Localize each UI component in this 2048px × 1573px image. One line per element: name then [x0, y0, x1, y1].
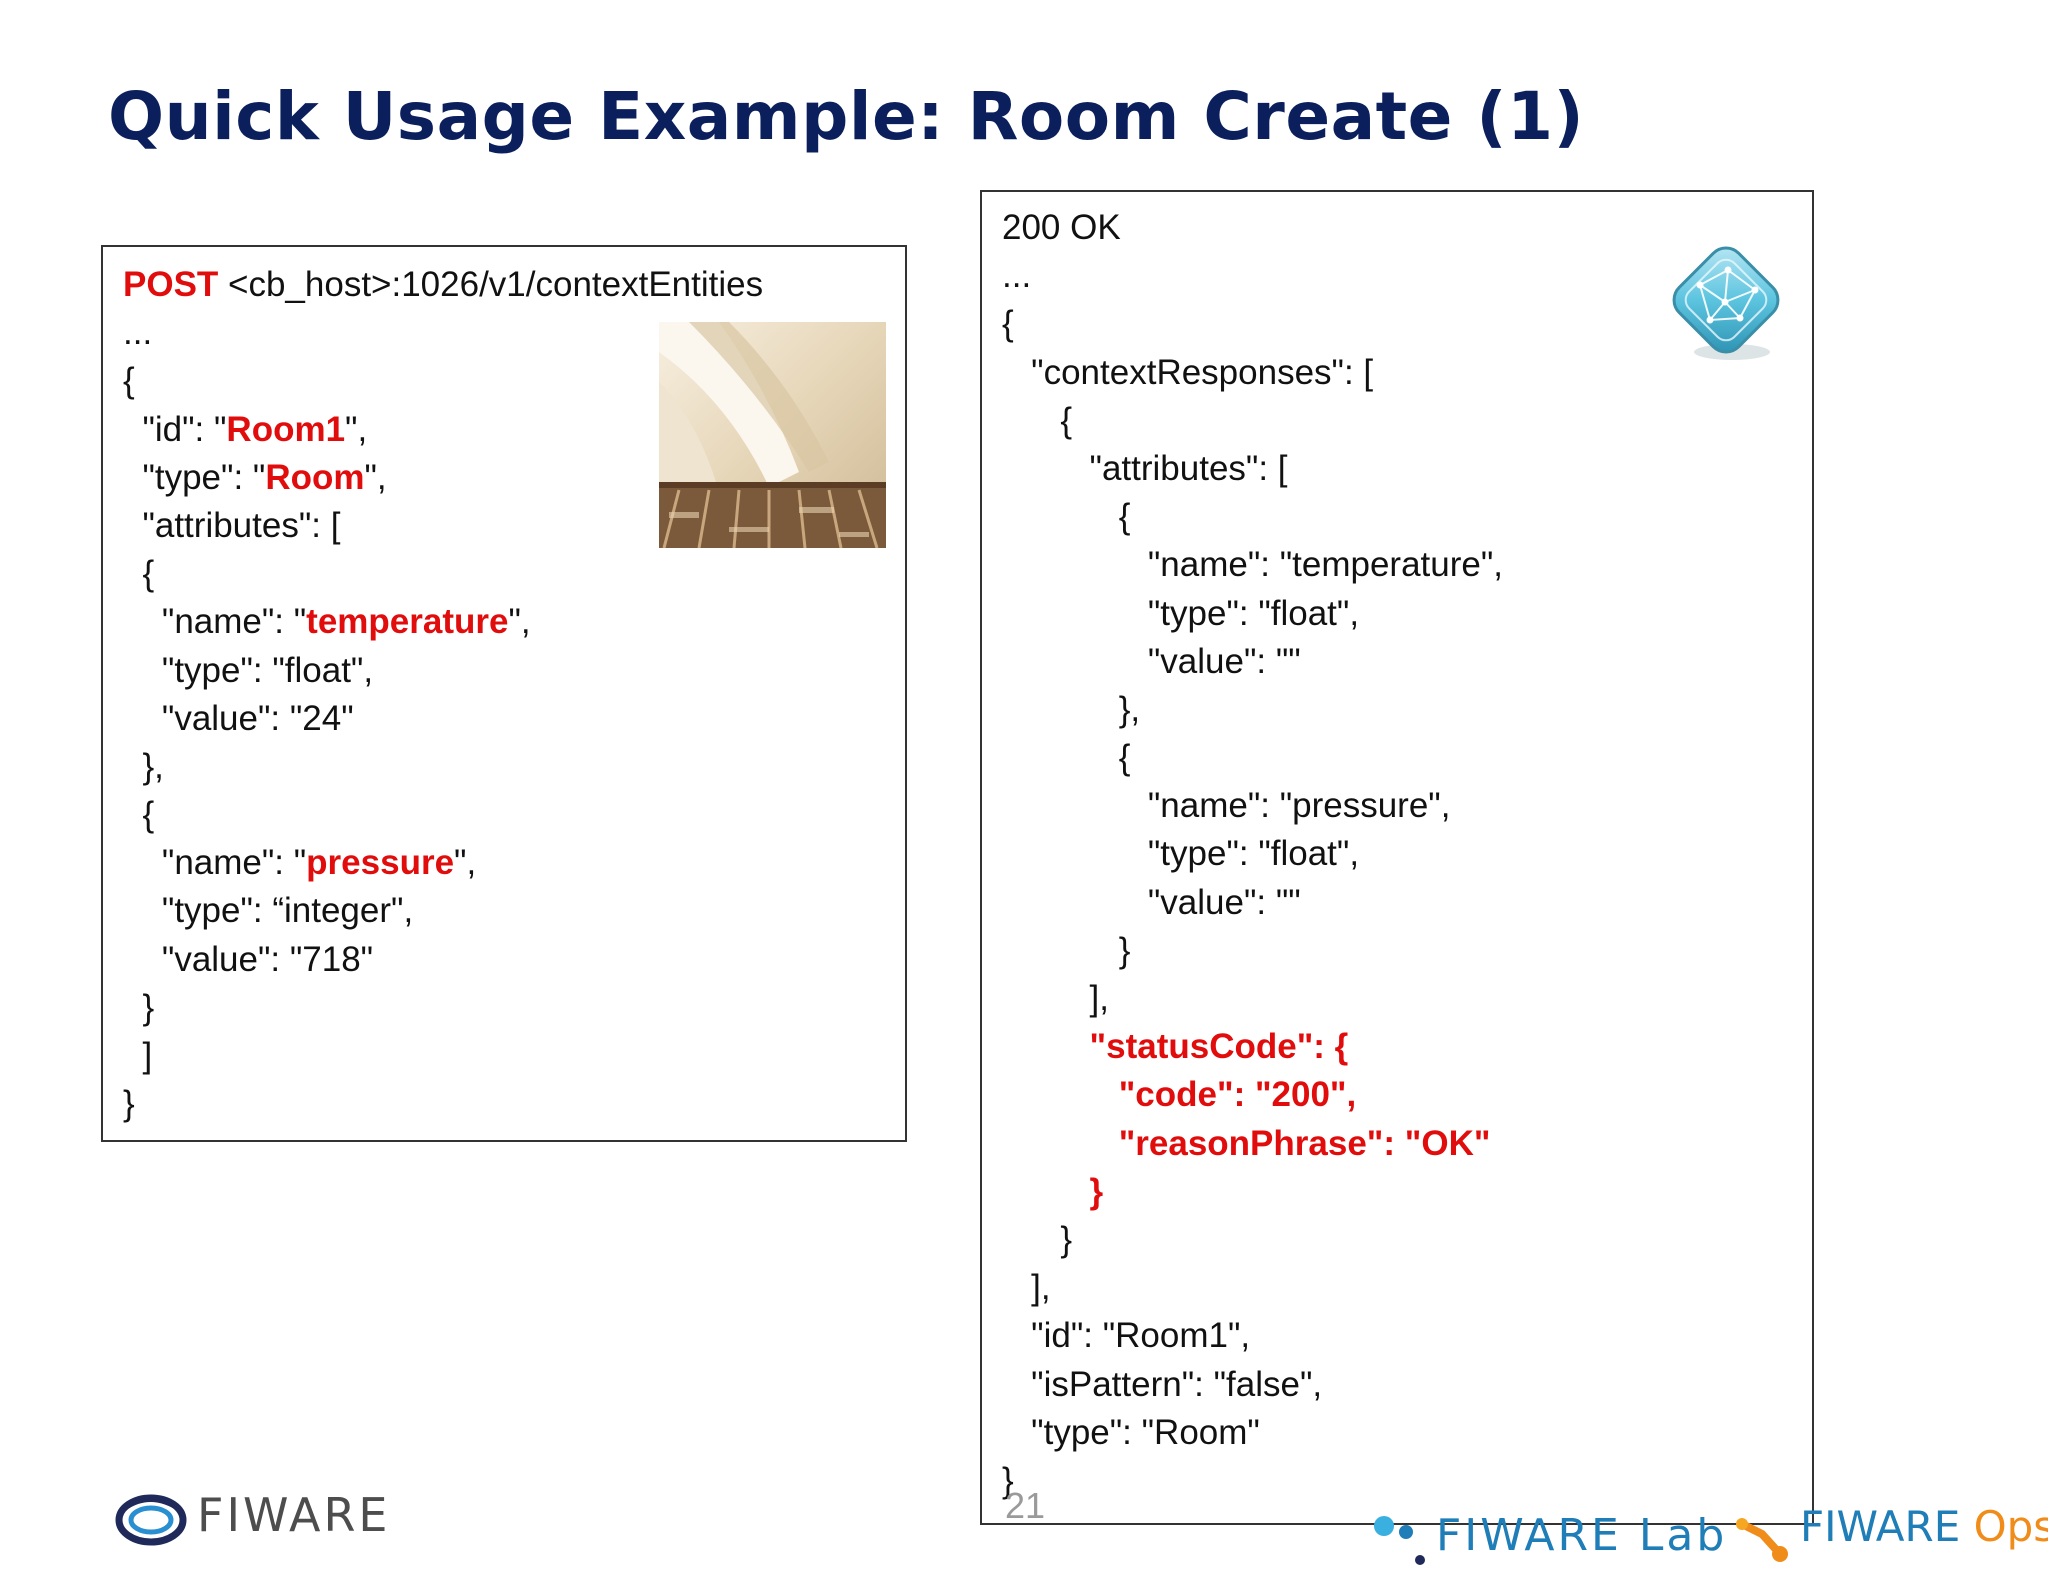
code-line: "value": "": [1002, 641, 1301, 681]
attribute-name-value: temperature: [306, 602, 509, 642]
code-text: ",: [454, 843, 477, 883]
code-text: ",: [345, 409, 368, 449]
code-line: }: [123, 987, 155, 1027]
response-code-box: 200 OK ... { "contextResponses": [ { "at…: [980, 190, 1814, 1525]
status-code-line: "code": "200",: [1002, 1075, 1357, 1115]
request-line: POST <cb_host>:1026/v1/contextEntities: [123, 261, 763, 309]
code-line: {: [123, 361, 135, 401]
code-line: }: [1002, 1219, 1073, 1259]
code-line: {: [123, 795, 155, 835]
code-line: "name": "pressure",: [1002, 786, 1451, 826]
code-line: }: [123, 1084, 135, 1124]
code-line: "attributes": [: [123, 505, 341, 545]
code-line: {: [1002, 400, 1073, 440]
slide-title: Quick Usage Example: Room Create (1): [108, 78, 1585, 155]
entity-type-value: Room: [265, 457, 365, 497]
code-line: ...: [123, 313, 153, 353]
page-number: 21: [1005, 1485, 1046, 1526]
code-line: {: [123, 554, 155, 594]
http-method: POST: [123, 265, 219, 304]
code-line: "value": "": [1002, 882, 1301, 922]
cube-network-icon: [1672, 246, 1780, 360]
fiware-logo-text: FIWARE: [197, 1488, 391, 1542]
code-line: "id": "Room1",: [123, 406, 763, 454]
code-line: },: [1002, 689, 1141, 729]
code-line: ]: [123, 1036, 153, 1075]
status-code-line: "reasonPhrase": "OK": [1002, 1123, 1491, 1163]
code-line: "type": "float",: [123, 650, 374, 690]
fiware-lab-text: FIWARE Lab: [1436, 1510, 1728, 1561]
code-line: "id": "Room1",: [1002, 1316, 1251, 1356]
code-text: "name": ": [123, 843, 307, 883]
code-line: {: [1002, 497, 1131, 537]
fiware-ops-suffix: Ops: [1973, 1502, 2048, 1551]
fiware-swirl-icon: [115, 1494, 187, 1546]
code-line: }: [1002, 1460, 1014, 1500]
code-line: ],: [1002, 1268, 1051, 1308]
status-line: 200 OK: [1002, 208, 1121, 247]
code-line: "name": "temperature",: [123, 598, 763, 646]
code-text: "type": ": [123, 457, 266, 497]
fiware-ops-logo: FIWARE Ops: [1736, 1502, 2048, 1566]
code-text: "id": ": [123, 409, 227, 449]
attribute-name-value: pressure: [306, 843, 455, 883]
code-line: "type": "float",: [1002, 834, 1360, 874]
code-line: "name": "temperature",: [1002, 545, 1503, 585]
code-line: "isPattern": "false",: [1002, 1364, 1323, 1404]
code-line: "type": “integer",: [123, 891, 414, 931]
code-line: {: [1002, 304, 1014, 344]
code-line: "type": "Room": [1002, 1412, 1260, 1452]
code-text: ",: [364, 457, 387, 497]
code-line: },: [123, 746, 164, 786]
entity-id-value: Room1: [226, 409, 346, 449]
fiware-lab-logo: FIWARE Lab: [1372, 1508, 1732, 1572]
code-line: "contextResponses": [: [1002, 352, 1374, 392]
code-text: "name": ": [123, 602, 307, 642]
response-code: 200 OK ... { "contextResponses": [ { "at…: [1002, 204, 1503, 1505]
status-code-line: "statusCode": {: [1002, 1027, 1349, 1067]
code-line: {: [1002, 738, 1131, 778]
code-line: "type": "float",: [1002, 593, 1360, 633]
request-code: POST <cb_host>:1026/v1/contextEntities .…: [123, 261, 763, 1128]
code-line: "name": "pressure",: [123, 839, 763, 887]
fiware-ops-icon: [1736, 1518, 1788, 1562]
fiware-lab-icon: [1374, 1516, 1425, 1565]
fiware-ops-main: FIWARE: [1800, 1502, 1974, 1551]
code-text: ",: [508, 602, 531, 642]
code-line: "attributes": [: [1002, 448, 1288, 488]
code-line: "type": "Room",: [123, 454, 763, 502]
code-line: }: [1002, 930, 1131, 970]
code-line: ...: [1002, 256, 1032, 296]
request-url: <cb_host>:1026/v1/contextEntities: [218, 265, 764, 304]
code-line: ],: [1002, 979, 1109, 1018]
request-code-box: POST <cb_host>:1026/v1/contextEntities .…: [101, 245, 907, 1142]
code-line: "value": "718": [123, 939, 374, 979]
room-image: [659, 322, 886, 548]
status-code-line: }: [1002, 1171, 1104, 1211]
code-line: "value": "24": [123, 698, 354, 738]
fiware-ops-text: FIWARE Ops: [1800, 1502, 2048, 1551]
